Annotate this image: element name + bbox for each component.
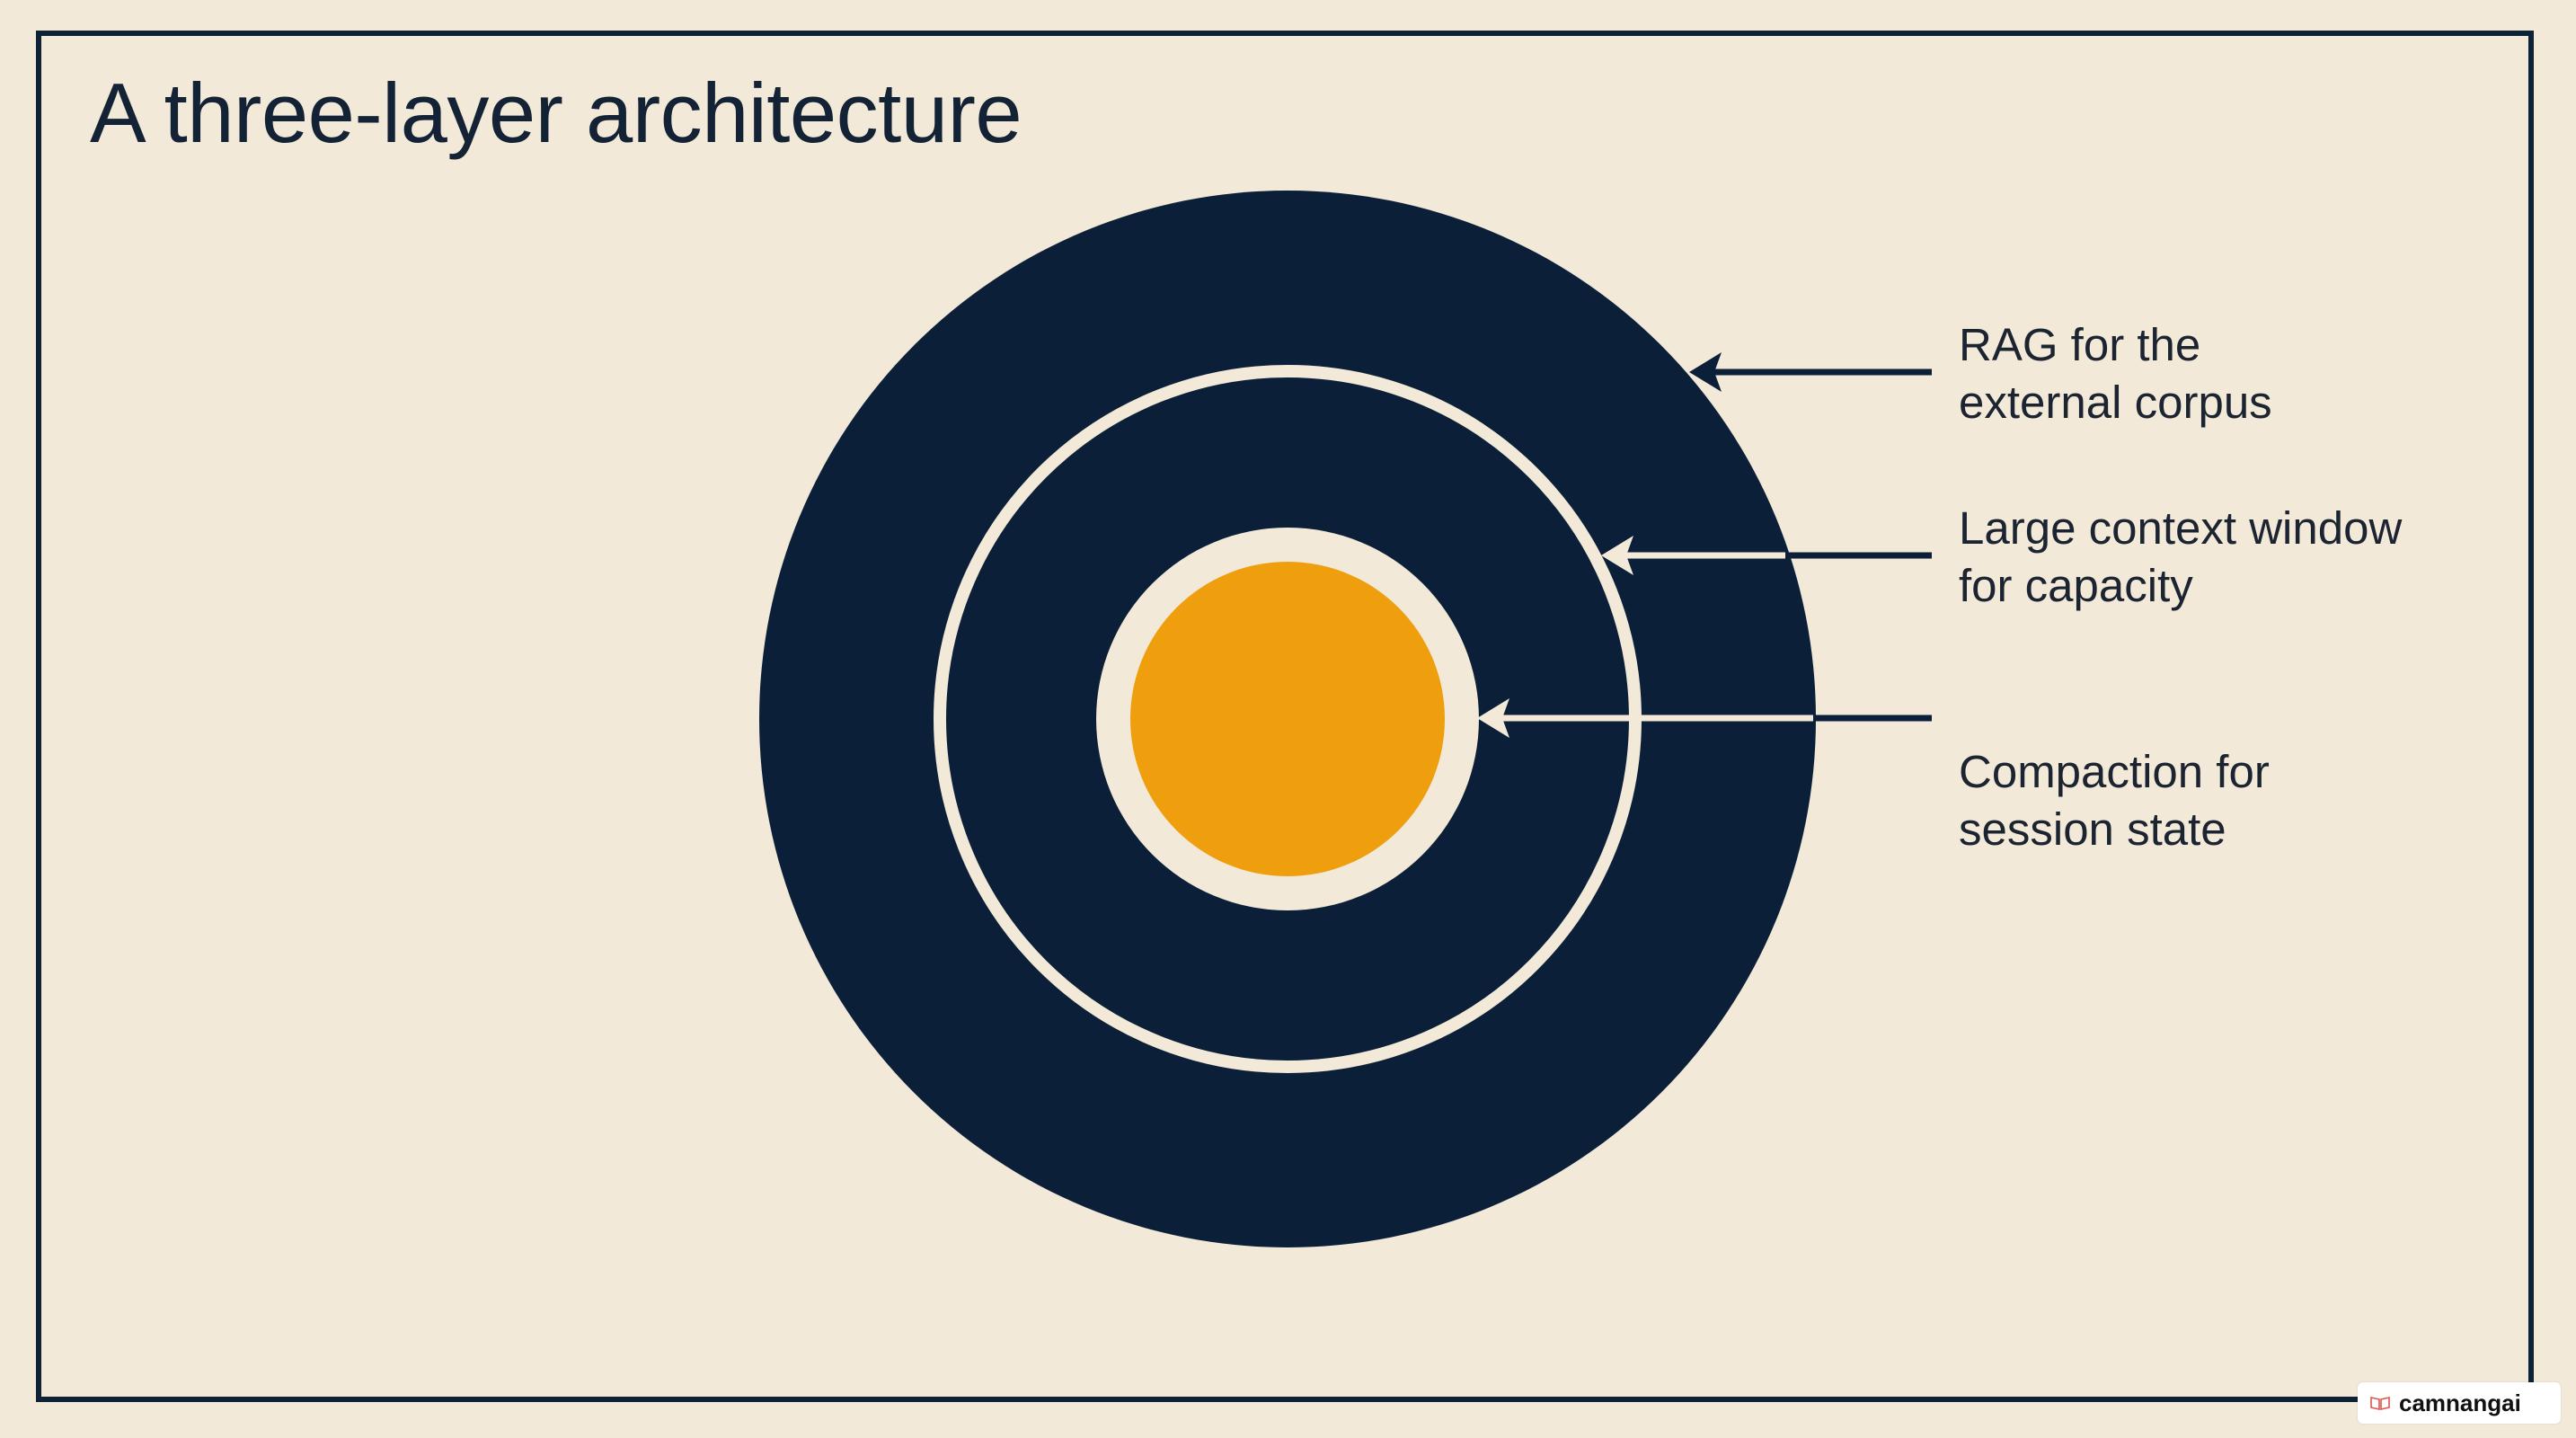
outer-layer-label: RAG for the external corpus — [1959, 316, 2272, 431]
outer-layer-label-line2: external corpus — [1959, 377, 2272, 428]
book-icon — [2370, 1397, 2390, 1410]
inner-layer-label-line1: Compaction for — [1959, 746, 2270, 797]
slide-frame — [36, 31, 2534, 1402]
inner-layer-label: Compaction for session state — [1959, 743, 2270, 858]
middle-layer-arrow — [1601, 536, 1932, 575]
middle-layer-label-line1: Large context window — [1959, 502, 2403, 554]
middle-layer-label: Large context window for capacity — [1959, 500, 2402, 615]
core-circle — [1130, 562, 1445, 876]
watermark-badge: camnangai — [2358, 1382, 2561, 1424]
watermark-text: camnangai — [2399, 1389, 2521, 1416]
inner-layer-arrow — [1477, 698, 1932, 738]
inner-layer-label-line2: session state — [1959, 803, 2226, 855]
middle-layer-label-line2: for capacity — [1959, 560, 2193, 611]
outer-layer-label-line1: RAG for the — [1959, 319, 2201, 370]
outer-layer-arrow — [1689, 352, 1932, 392]
slide-title: A three-layer architecture — [90, 66, 1022, 160]
